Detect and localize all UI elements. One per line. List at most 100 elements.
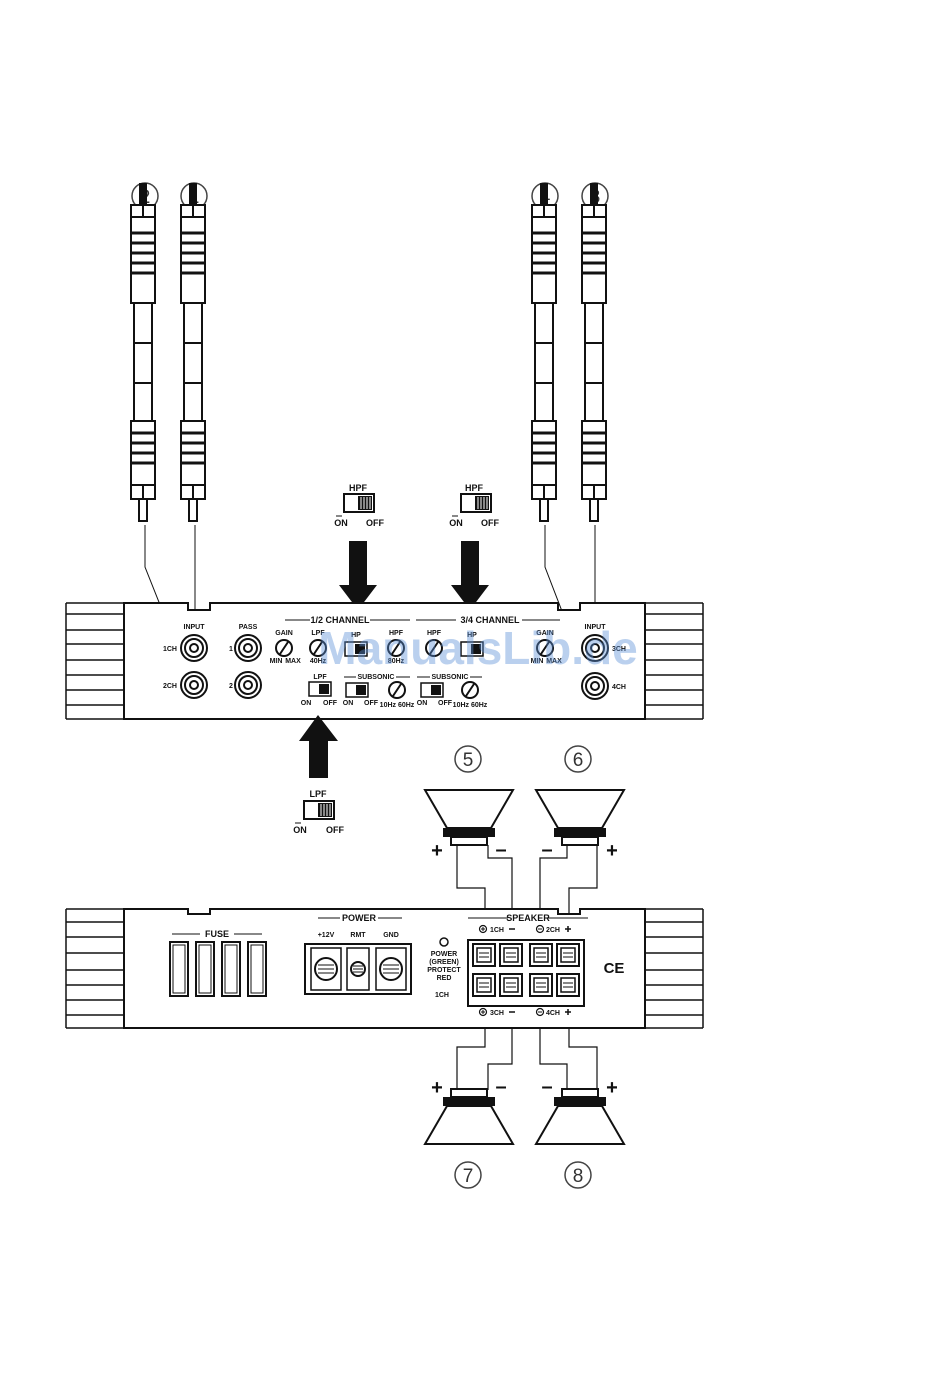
led-red-label: RED [437, 975, 452, 982]
gain-34-min: MIN [531, 658, 544, 665]
arrow-down-34 [451, 541, 489, 610]
lpf-callout-switch: LPF ON OFF [293, 789, 344, 835]
fuse-4 [247, 941, 267, 997]
rca-pass-1 [234, 634, 262, 662]
hpf-callout-on-2: ON [449, 518, 463, 528]
terminal-2ch-label: 2CH [546, 927, 560, 934]
speaker-terminal-2-neg [529, 943, 553, 967]
lpf-12-label: LPF [311, 630, 325, 637]
speaker-terminal-4-pos [556, 973, 580, 997]
channel-34-label: 3/4 CHANNEL [460, 615, 520, 625]
ch3-label: 3CH [612, 646, 626, 653]
spk8-plus: + [606, 1077, 618, 1099]
spk5-minus: – [495, 839, 506, 861]
rca-pass-2 [234, 671, 262, 699]
spk5-plus: + [431, 840, 443, 862]
callout-6-label: 6 [573, 750, 584, 771]
fuse-label: FUSE [205, 929, 229, 939]
hpf-12-range: 80Hz [388, 658, 405, 665]
fuse-1 [169, 941, 189, 997]
input-right-label: INPUT [585, 624, 607, 631]
hpf-34-switch-label: HP [467, 632, 477, 639]
led-protect-label: PROTECT [427, 967, 461, 974]
speaker-wires [456, 845, 598, 1090]
rca-plug-4 [530, 181, 558, 523]
lpf-callout-off: OFF [326, 825, 344, 835]
rca-input-1ch [180, 634, 208, 662]
callout-5-label: 5 [463, 750, 474, 771]
speaker-terminal-4-neg [529, 973, 553, 997]
ce-mark: CE [604, 960, 625, 977]
subsonic-34-knob [461, 681, 479, 699]
lpf-12-range: 40Hz [310, 658, 327, 665]
spk6-plus: + [606, 840, 618, 862]
callout-7: 7 [454, 1161, 482, 1189]
spk6-minus: – [541, 839, 552, 861]
hpf-callout-on: ON [334, 518, 348, 528]
ch2-label: 2CH [163, 683, 177, 690]
fuse-3 [221, 941, 241, 997]
lpf-switch-on: ON [301, 700, 312, 707]
led-power-label: POWER [431, 951, 457, 958]
rca-plug-3 [580, 181, 608, 523]
callout-7-label: 7 [463, 1166, 474, 1187]
hpf-12-switch-label: HP [351, 632, 361, 639]
pass-label: PASS [239, 624, 258, 631]
gain-12-knob [275, 639, 293, 657]
input-panel: INPUT 1CH 2CH PASS 1 2 1/2 CHANNEL 3/4 C… [65, 602, 704, 720]
subsonic-12-range: 10Hz 60Hz [380, 702, 415, 709]
pass-1-label: 1 [229, 646, 233, 653]
lpf-switch-label: LPF [313, 674, 327, 681]
subsonic-12-off: OFF [364, 700, 379, 707]
spk7-minus: – [495, 1076, 506, 1098]
callout-8-label: 8 [573, 1166, 584, 1187]
v12-label: +12V [318, 932, 335, 939]
subsonic-34-switch [420, 682, 444, 698]
speaker-terminal-2-pos [556, 943, 580, 967]
power-speaker-panel: FUSE POWER +12V RMT GND POWER (GREEN) PR… [65, 908, 704, 1029]
ch4-label: 4CH [612, 684, 626, 691]
subsonic-12-switch [345, 682, 369, 698]
power-label: POWER [342, 913, 377, 923]
watermark: ManualsLib.de [318, 622, 637, 674]
spk7-plus: + [431, 1077, 443, 1099]
gain-12-min: MIN [270, 658, 283, 665]
rca-plug-2 [129, 181, 157, 523]
subsonic-34-on: ON [417, 700, 428, 707]
arrow-down-12 [339, 541, 377, 610]
hpf-34-label: HPF [427, 630, 442, 637]
terminal-4ch-label: 4CH [546, 1010, 560, 1017]
channel-12-label: 1/2 CHANNEL [310, 615, 370, 625]
subsonic-34-range: 10Hz 60Hz [453, 702, 488, 709]
terminal-1ch-label: 1CH [490, 927, 504, 934]
lpf-callout-on: ON [293, 825, 307, 835]
led-green-label: (GREEN) [429, 959, 459, 966]
hpf-callout-off: OFF [366, 518, 384, 528]
lpf-switch-off: OFF [323, 700, 338, 707]
pass-2-label: 2 [229, 683, 233, 690]
speaker-5 [424, 789, 514, 846]
subsonic-34-off: OFF [438, 700, 453, 707]
callout-8: 8 [564, 1161, 592, 1189]
lpf-panel-switch [308, 681, 332, 697]
speaker-label: SPEAKER [506, 913, 550, 923]
rmt-label: RMT [350, 932, 366, 939]
subsonic-12-on: ON [343, 700, 354, 707]
gain-12-label: GAIN [275, 630, 293, 637]
rca-input-4ch [581, 672, 609, 700]
ch1-label: 1CH [163, 646, 177, 653]
gain-34-label: GAIN [536, 630, 554, 637]
hpf-12-label: HPF [389, 630, 404, 637]
hpf-callout-label-2: HPF [465, 483, 484, 493]
gain-34-max: MAX [546, 658, 562, 665]
arrow-up-lpf [299, 715, 338, 778]
speaker-terminal-1-neg [499, 943, 523, 967]
speaker-terminal-1-pos [472, 943, 496, 967]
power-led [439, 937, 449, 947]
input-left-label: INPUT [184, 624, 206, 631]
rca-input-2ch [180, 671, 208, 699]
subsonic-34-label: SUBSONIC [432, 674, 469, 681]
gnd-label: GND [383, 932, 399, 939]
hpf-callout-switch-34: HPF ON OFF [449, 483, 499, 528]
